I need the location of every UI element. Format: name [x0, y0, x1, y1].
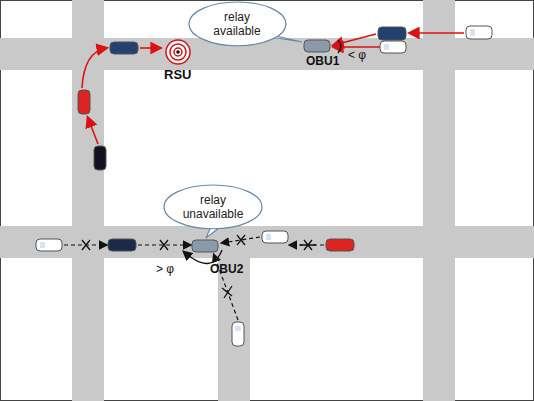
rsu-label: RSU	[164, 67, 191, 82]
cars	[36, 26, 492, 346]
angle-arcs	[184, 40, 341, 264]
bubble-text: relay available	[205, 10, 269, 38]
relay-arrows	[82, 33, 464, 144]
speech-bubble: relay unavailable	[163, 184, 263, 230]
angle-label: > φ	[156, 262, 174, 276]
bubble-text: relay unavailable	[181, 193, 245, 221]
x-marks	[82, 235, 316, 298]
obu-label: OBU2	[210, 262, 243, 276]
rsu-symbol	[166, 40, 190, 64]
speech-bubble: relay available	[188, 1, 287, 47]
obu-label: OBU1	[306, 54, 339, 68]
failed-links	[64, 237, 324, 320]
angle-label: < φ	[348, 48, 366, 62]
